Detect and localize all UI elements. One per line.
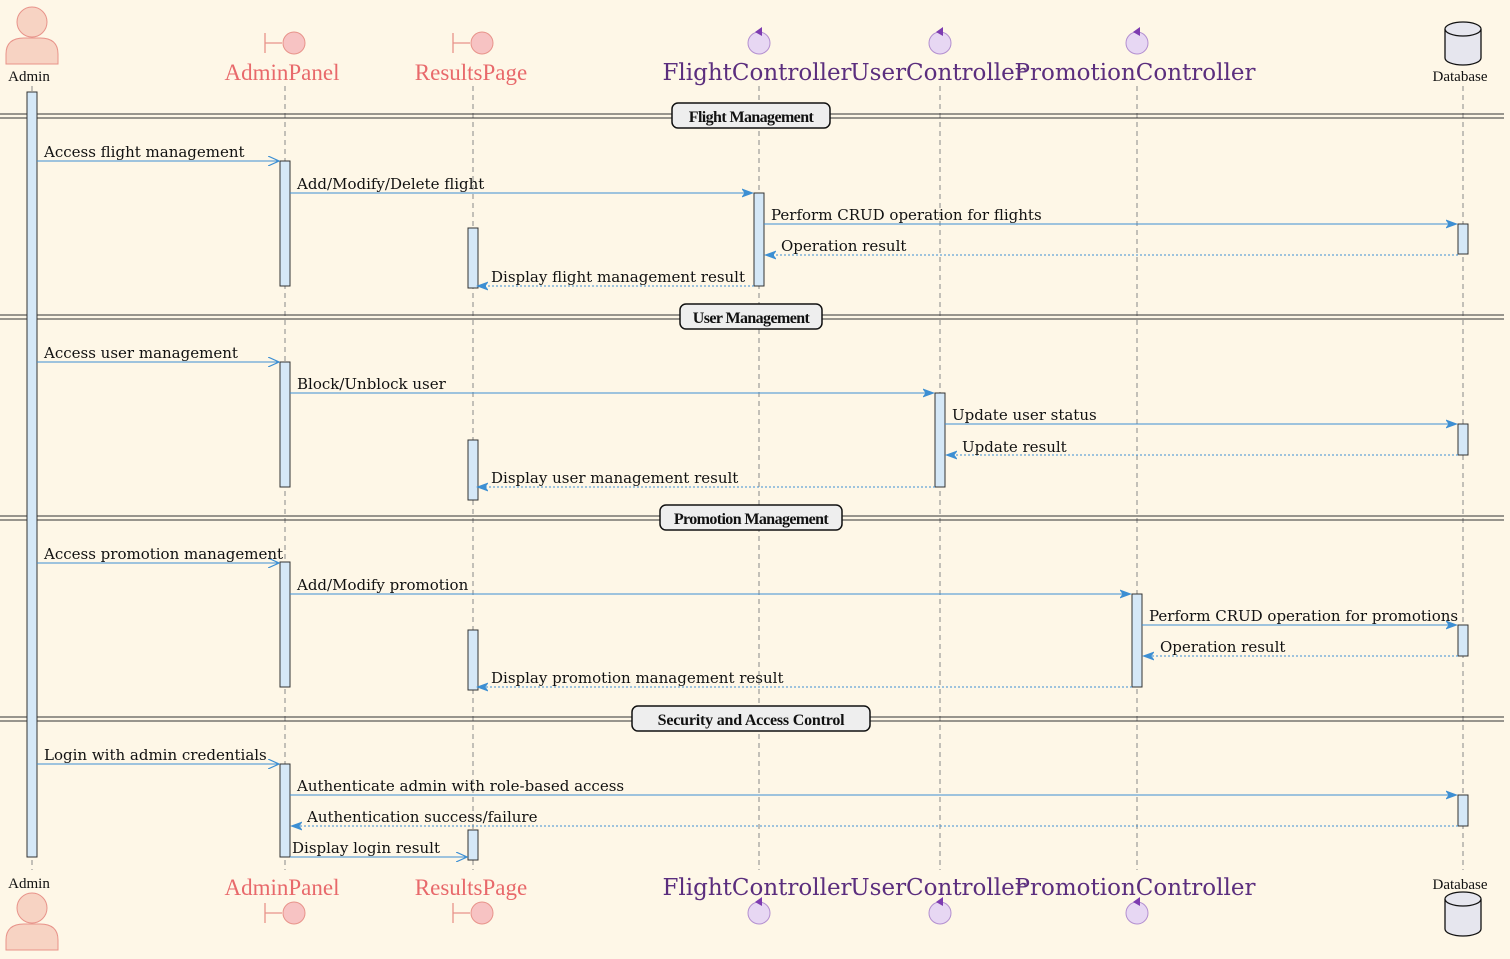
participant-name: Database <box>1433 877 1488 893</box>
activation-adminpanel <box>279 361 291 488</box>
database-icon <box>1444 891 1482 937</box>
message-label: Perform CRUD operation for promotions <box>1149 607 1458 625</box>
message-label: Display flight management result <box>491 268 745 286</box>
participant-resultspage: ResultsPage <box>415 31 527 85</box>
message-label: Access flight management <box>43 143 245 161</box>
participant-name: PromotionController <box>1015 875 1256 901</box>
message-label: Login with admin credentials <box>44 746 267 764</box>
activation-adminpanel <box>279 561 291 688</box>
participant-resultspage: ResultsPage <box>415 875 527 925</box>
participant-name: AdminPanel <box>225 875 340 900</box>
boundary-icon <box>452 31 494 55</box>
participant-flightcontroller: FlightController <box>662 875 852 925</box>
participant-name: UserController <box>850 60 1025 86</box>
participant-name: ResultsPage <box>415 875 527 900</box>
participant-name: PromotionController <box>1015 60 1256 86</box>
participant-name: UserController <box>850 875 1025 901</box>
activation-resultspage <box>467 629 479 691</box>
participant-adminpanel: AdminPanel <box>225 31 340 85</box>
boundary-icon <box>264 901 306 925</box>
boundary-icon <box>452 901 494 925</box>
message-label: Display user management result <box>491 469 738 487</box>
participant-name: ResultsPage <box>415 60 527 85</box>
control-icon <box>747 27 771 55</box>
message-label: Access promotion management <box>43 545 283 563</box>
message-label: Authenticate admin with role-based acces… <box>296 777 624 795</box>
message-label: Operation result <box>1160 638 1285 656</box>
message-label: Display promotion management result <box>491 669 784 687</box>
group-security-access-control: Security and Access Control <box>0 705 1504 732</box>
message-label: Operation result <box>781 237 906 255</box>
boundary-icon <box>264 31 306 55</box>
message-label: Add/Modify/Delete flight <box>296 175 484 193</box>
group-flight-management: Flight Management <box>0 102 1504 129</box>
database-icon <box>1444 21 1482 66</box>
group-label: Security and Access Control <box>658 712 845 729</box>
message-label: Add/Modify promotion <box>296 576 469 594</box>
message-label: Update result <box>962 438 1067 456</box>
group-label: User Management <box>693 310 811 327</box>
participant-name: Admin <box>8 69 50 85</box>
group-separators: Flight Management User Management Promot… <box>0 102 1504 732</box>
participant-name: FlightController <box>662 875 851 901</box>
participant-admin: Admin <box>5 876 59 951</box>
activation-resultspage <box>467 227 479 289</box>
actor-icon <box>5 892 59 951</box>
participant-admin: Admin <box>5 6 59 85</box>
group-user-management: User Management <box>0 303 1504 330</box>
participant-usercontroller: UserController <box>850 27 1026 86</box>
control-icon <box>1125 897 1149 925</box>
participant-name: FlightController <box>662 60 851 86</box>
activation-database <box>1457 794 1469 827</box>
participant-name: Database <box>1433 69 1488 85</box>
participant-flightcontroller: FlightController <box>662 27 852 86</box>
activation-adminpanel <box>279 160 291 287</box>
actor-icon <box>5 6 59 65</box>
activation-database <box>1457 624 1469 657</box>
participant-promotioncontroller: PromotionController <box>1015 875 1256 925</box>
participant-usercontroller: UserController <box>850 875 1026 925</box>
message-label: Block/Unblock user <box>297 375 447 393</box>
participant-database: Database <box>1433 877 1488 937</box>
activation-resultspage <box>467 439 479 501</box>
activation-adminpanel <box>279 763 291 858</box>
message-label: Display login result <box>292 839 440 857</box>
activation-database <box>1457 423 1469 456</box>
participant-adminpanel: AdminPanel <box>225 875 340 925</box>
control-icon <box>1125 27 1149 55</box>
participant-name: Admin <box>8 876 50 892</box>
activation-admin <box>26 91 38 858</box>
control-icon <box>928 897 952 925</box>
activation-promotioncontroller <box>1131 593 1143 688</box>
activations <box>26 91 1469 861</box>
message-label: Update user status <box>952 406 1097 424</box>
participant-database: Database <box>1433 21 1488 85</box>
activation-resultspage <box>467 829 479 861</box>
activation-database <box>1457 223 1469 255</box>
activation-usercontroller <box>934 392 946 488</box>
group-label: Promotion Management <box>674 511 830 528</box>
participants-top: Admin AdminPanel ResultsPage <box>5 6 1488 86</box>
participant-name: AdminPanel <box>225 60 340 85</box>
participant-promotioncontroller: PromotionController <box>1015 27 1256 86</box>
control-icon <box>928 27 952 55</box>
message-label: Access user management <box>43 344 238 362</box>
group-label: Flight Management <box>689 109 815 126</box>
group-promotion-management: Promotion Management <box>0 504 1504 531</box>
message-label: Authentication success/failure <box>306 808 538 826</box>
messages: Access flight management Add/Modify/Dele… <box>37 143 1458 857</box>
message-label: Perform CRUD operation for flights <box>771 206 1042 224</box>
participants-bottom: Admin AdminPanel ResultsPage <box>5 875 1488 951</box>
activation-flightcontroller <box>753 192 765 287</box>
control-icon <box>747 897 771 925</box>
